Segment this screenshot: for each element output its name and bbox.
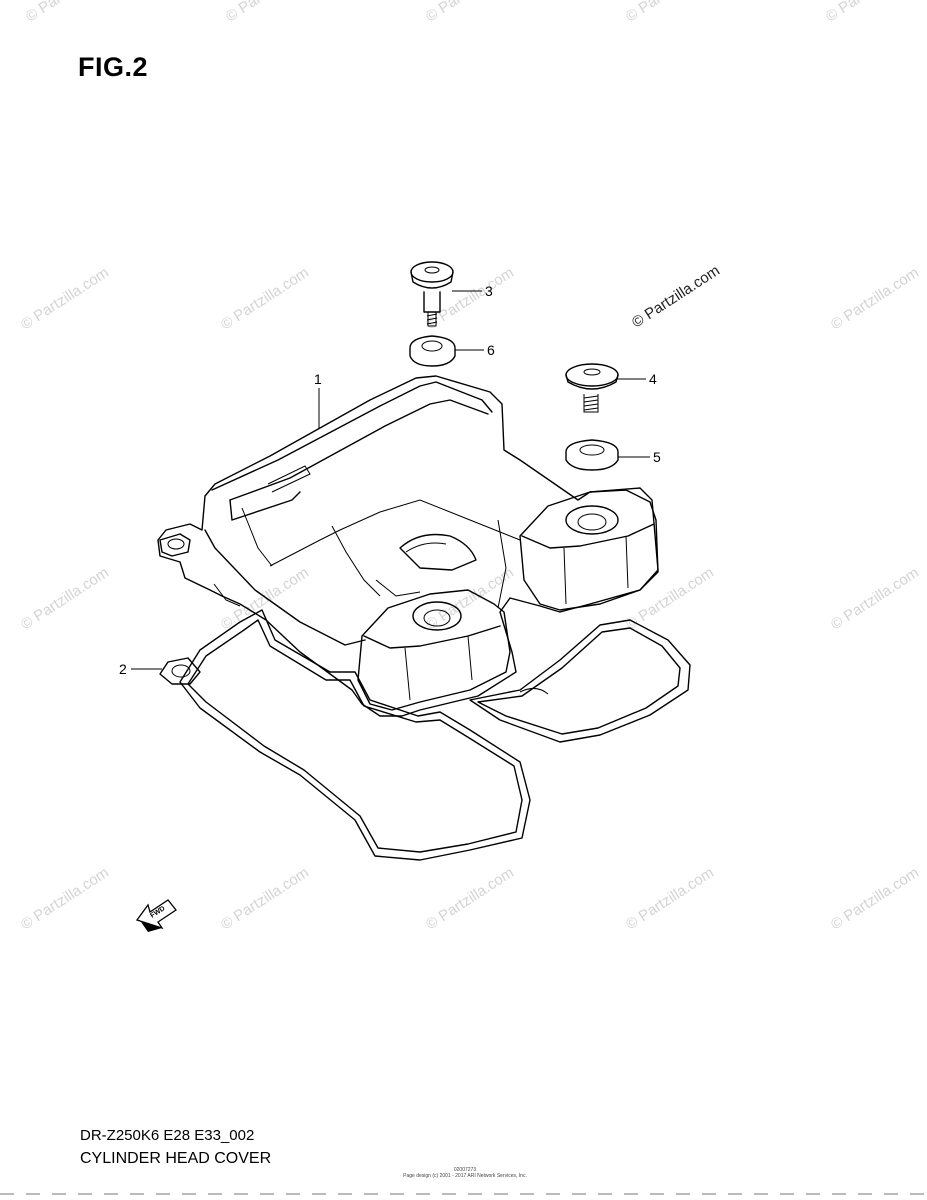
diagram-caption: CYLINDER HEAD COVER — [80, 1150, 272, 1167]
figure-title: FIG.2 — [78, 52, 149, 82]
watermark: © Partzilla.com — [823, 0, 917, 25]
watermark: © Partzilla.com — [828, 564, 922, 633]
watermark: © Partzilla.com — [623, 864, 717, 933]
watermark: © Partzilla.com — [218, 264, 312, 333]
watermark: © Partzilla.com — [828, 264, 922, 333]
watermark-layer: © Partzilla.com © Partzilla.com © Partzi… — [18, 0, 922, 933]
part-5-washer — [565, 439, 619, 471]
callout-6[interactable]: 6 — [487, 342, 495, 358]
watermark: © Partzilla.com — [423, 264, 517, 333]
part-4-bolt — [565, 363, 619, 413]
part-6-grommet — [409, 335, 456, 367]
part-1-cylinder-head-cover — [157, 375, 659, 717]
callout-2[interactable]: 2 — [119, 661, 127, 677]
watermark: © Partzilla.com — [423, 864, 517, 933]
fwd-arrow-icon: FWD — [135, 899, 177, 932]
watermark: © Partzilla.com — [828, 864, 922, 933]
watermark: © Partzilla.com — [18, 864, 112, 933]
watermark: © Partzilla.com — [18, 564, 112, 633]
watermark-main: © Partzilla.com — [629, 262, 723, 331]
fine-print-id: 02007273 — [453, 1167, 477, 1173]
watermark: © Partzilla.com — [223, 0, 317, 25]
watermark: © Partzilla.com — [23, 0, 117, 25]
bottom-dashed-rule — [0, 1193, 927, 1195]
callout-5[interactable]: 5 — [653, 449, 661, 465]
fine-print: 02007273 Page design (c) 2001 - 2017 ARI… — [400, 1167, 530, 1179]
model-code: DR-Z250K6 E28 E33_002 — [80, 1127, 255, 1144]
watermark: © Partzilla.com — [218, 564, 312, 633]
callout-4[interactable]: 4 — [649, 371, 657, 387]
watermark: © Partzilla.com — [623, 0, 717, 25]
watermark: © Partzilla.com — [423, 0, 517, 25]
fine-print-copyright: Page design (c) 2001 - 2017 ARI Network … — [403, 1173, 527, 1179]
callout-3[interactable]: 3 — [485, 283, 493, 299]
part-2-gasket — [159, 609, 691, 861]
watermark: © Partzilla.com — [18, 264, 112, 333]
part-3-bolt — [410, 261, 454, 327]
watermark: © Partzilla.com — [218, 864, 312, 933]
callout-1[interactable]: 1 — [314, 371, 322, 387]
